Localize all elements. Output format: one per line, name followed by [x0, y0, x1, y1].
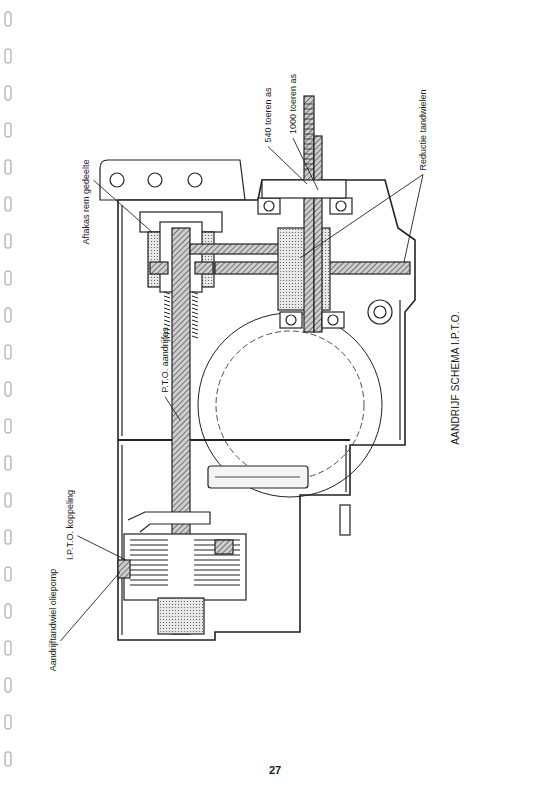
housing: [118, 180, 415, 640]
leader-line: [268, 147, 307, 184]
shaft-1000: [314, 136, 322, 332]
binding-hole: [5, 456, 11, 470]
page-number: 27: [268, 765, 282, 776]
binding-hole: [5, 567, 11, 581]
brake-band: [195, 262, 213, 274]
binding-hole: [5, 308, 11, 322]
housing-split-line: [118, 439, 350, 441]
oil-pump-gear: [118, 560, 130, 578]
leader-line: [300, 175, 423, 258]
binding-hole: [5, 752, 11, 766]
brake-band: [150, 262, 168, 274]
binding-hole: [5, 160, 11, 174]
binding-hole: [5, 86, 11, 100]
binding-hole: [5, 12, 11, 26]
bearing-ball: [336, 201, 346, 211]
bearing-ball: [264, 201, 274, 211]
part-label: 540 toeren as: [264, 86, 273, 143]
binding-hole: [5, 49, 11, 63]
binding-hole: [5, 123, 11, 137]
actuator-cylinder: [208, 466, 308, 488]
leader-line: [293, 138, 318, 190]
leader-line: [94, 180, 153, 232]
binding-hole: [5, 382, 11, 396]
bore-outer: [198, 313, 382, 497]
part-label: Reductie tandwielen: [419, 88, 428, 171]
bolt-hole: [148, 173, 162, 187]
shaft-splines: [304, 104, 314, 169]
bearing-ball: [328, 315, 338, 325]
binding-hole: [5, 419, 11, 433]
bolt: [340, 505, 350, 535]
binding-hole: [5, 197, 11, 211]
bearing: [258, 198, 280, 214]
shaft-540: [304, 96, 314, 332]
figure-caption: AANDRIJF SCHEMA I.P.T.O.: [451, 310, 461, 446]
binding-hole: [5, 530, 11, 544]
leader-line: [78, 536, 127, 560]
bore-inner: [216, 331, 364, 479]
binding-hole: [5, 604, 11, 618]
clutch-piston: [215, 540, 233, 554]
binding-holes: [5, 12, 11, 766]
binding-hole: [5, 715, 11, 729]
mounting-bracket: [100, 160, 245, 200]
part-label: Aandrijftandwiel oliepomp: [49, 568, 58, 673]
housing-hole: [368, 300, 392, 324]
clutch-lever: [128, 512, 210, 532]
bearing: [280, 312, 302, 328]
binding-hole: [5, 493, 11, 507]
part-label: Aftakas rem gedeelte: [82, 158, 91, 245]
actuator-axis: [215, 477, 300, 478]
leader-line: [404, 175, 423, 262]
binding-hole: [5, 641, 11, 655]
bearing-ball: [286, 315, 296, 325]
housing-hole-inner: [374, 306, 386, 318]
part-label: P.T.O. aandrijfas: [161, 326, 170, 393]
bolt-hole: [188, 173, 202, 187]
output-cover: [262, 180, 346, 198]
leader-line: [61, 572, 121, 641]
part-label: 1000 toeren as: [289, 73, 298, 135]
leader-line: [165, 397, 180, 420]
bearing: [322, 312, 344, 328]
binding-hole: [5, 678, 11, 692]
clutch-plates: [130, 540, 240, 585]
bearing: [330, 198, 352, 214]
clutch-housing: [124, 534, 246, 600]
bolt-hole: [110, 173, 124, 187]
binding-hole: [5, 234, 11, 248]
binding-hole: [5, 345, 11, 359]
clutch-hub: [158, 598, 204, 634]
binding-hole: [5, 271, 11, 285]
gearbox-drawing: [100, 96, 415, 640]
part-label: I.P.T.O. koppeling: [66, 489, 75, 561]
